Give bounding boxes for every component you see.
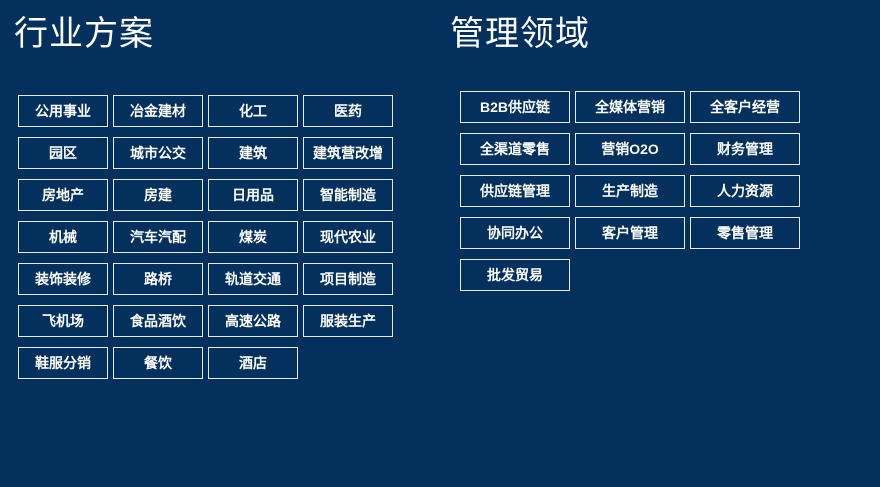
column-management-domains: 管理领域 B2B供应链 全媒体营销 全客户经营 全渠道零售 营销O2O 财务管理… <box>448 0 868 291</box>
tag-item[interactable]: 零售管理 <box>690 217 800 249</box>
tag-item[interactable]: 智能制造 <box>303 179 393 211</box>
tag-item[interactable]: 服装生产 <box>303 305 393 337</box>
page-title-industry-solutions: 行业方案 <box>14 15 154 53</box>
tag-item[interactable]: 医药 <box>303 95 393 127</box>
tag-item[interactable]: 营销O2O <box>575 133 685 165</box>
tag-item[interactable]: 园区 <box>18 137 108 169</box>
tag-item[interactable]: 项目制造 <box>303 263 393 295</box>
page-title-management-domains: 管理领域 <box>450 15 590 53</box>
tag-item[interactable]: 餐饮 <box>113 347 203 379</box>
tag-item[interactable]: 人力资源 <box>690 175 800 207</box>
tag-item[interactable]: 轨道交通 <box>208 263 298 295</box>
tag-item[interactable]: 冶金建材 <box>113 95 203 127</box>
tag-item[interactable]: 煤炭 <box>208 221 298 253</box>
tag-item[interactable]: 装饰装修 <box>18 263 108 295</box>
tag-item[interactable]: 生产制造 <box>575 175 685 207</box>
tag-item[interactable]: 全客户经营 <box>690 91 800 123</box>
tag-item[interactable]: 鞋服分销 <box>18 347 108 379</box>
tag-item[interactable]: 房地产 <box>18 179 108 211</box>
tag-item[interactable]: 供应链管理 <box>460 175 570 207</box>
tag-item[interactable]: 建筑 <box>208 137 298 169</box>
tag-item[interactable]: 城市公交 <box>113 137 203 169</box>
tag-item[interactable]: 公用事业 <box>18 95 108 127</box>
tag-item[interactable]: B2B供应链 <box>460 91 570 123</box>
tag-item[interactable]: 酒店 <box>208 347 298 379</box>
tag-grid-industry-solutions: 公用事业 冶金建材 化工 医药 园区 城市公交 建筑 建筑营改增 房地产 房建 … <box>18 95 432 379</box>
tag-item[interactable]: 食品酒饮 <box>113 305 203 337</box>
tag-item[interactable]: 现代农业 <box>303 221 393 253</box>
tag-item[interactable]: 财务管理 <box>690 133 800 165</box>
tag-grid-management-domains: B2B供应链 全媒体营销 全客户经营 全渠道零售 营销O2O 财务管理 供应链管… <box>460 91 868 291</box>
tag-item[interactable]: 全媒体营销 <box>575 91 685 123</box>
tag-item[interactable]: 协同办公 <box>460 217 570 249</box>
column-industry-solutions: 行业方案 公用事业 冶金建材 化工 医药 园区 城市公交 建筑 建筑营改增 房地… <box>12 0 432 379</box>
tag-item[interactable]: 日用品 <box>208 179 298 211</box>
tag-item[interactable]: 建筑营改增 <box>303 137 393 169</box>
tag-item[interactable]: 化工 <box>208 95 298 127</box>
tag-item[interactable]: 汽车汽配 <box>113 221 203 253</box>
tag-item[interactable]: 路桥 <box>113 263 203 295</box>
tag-item[interactable]: 全渠道零售 <box>460 133 570 165</box>
tag-item[interactable]: 批发贸易 <box>460 259 570 291</box>
tag-item[interactable]: 飞机场 <box>18 305 108 337</box>
tag-item[interactable]: 房建 <box>113 179 203 211</box>
tag-item[interactable]: 高速公路 <box>208 305 298 337</box>
tag-item[interactable]: 客户管理 <box>575 217 685 249</box>
tag-item[interactable]: 机械 <box>18 221 108 253</box>
